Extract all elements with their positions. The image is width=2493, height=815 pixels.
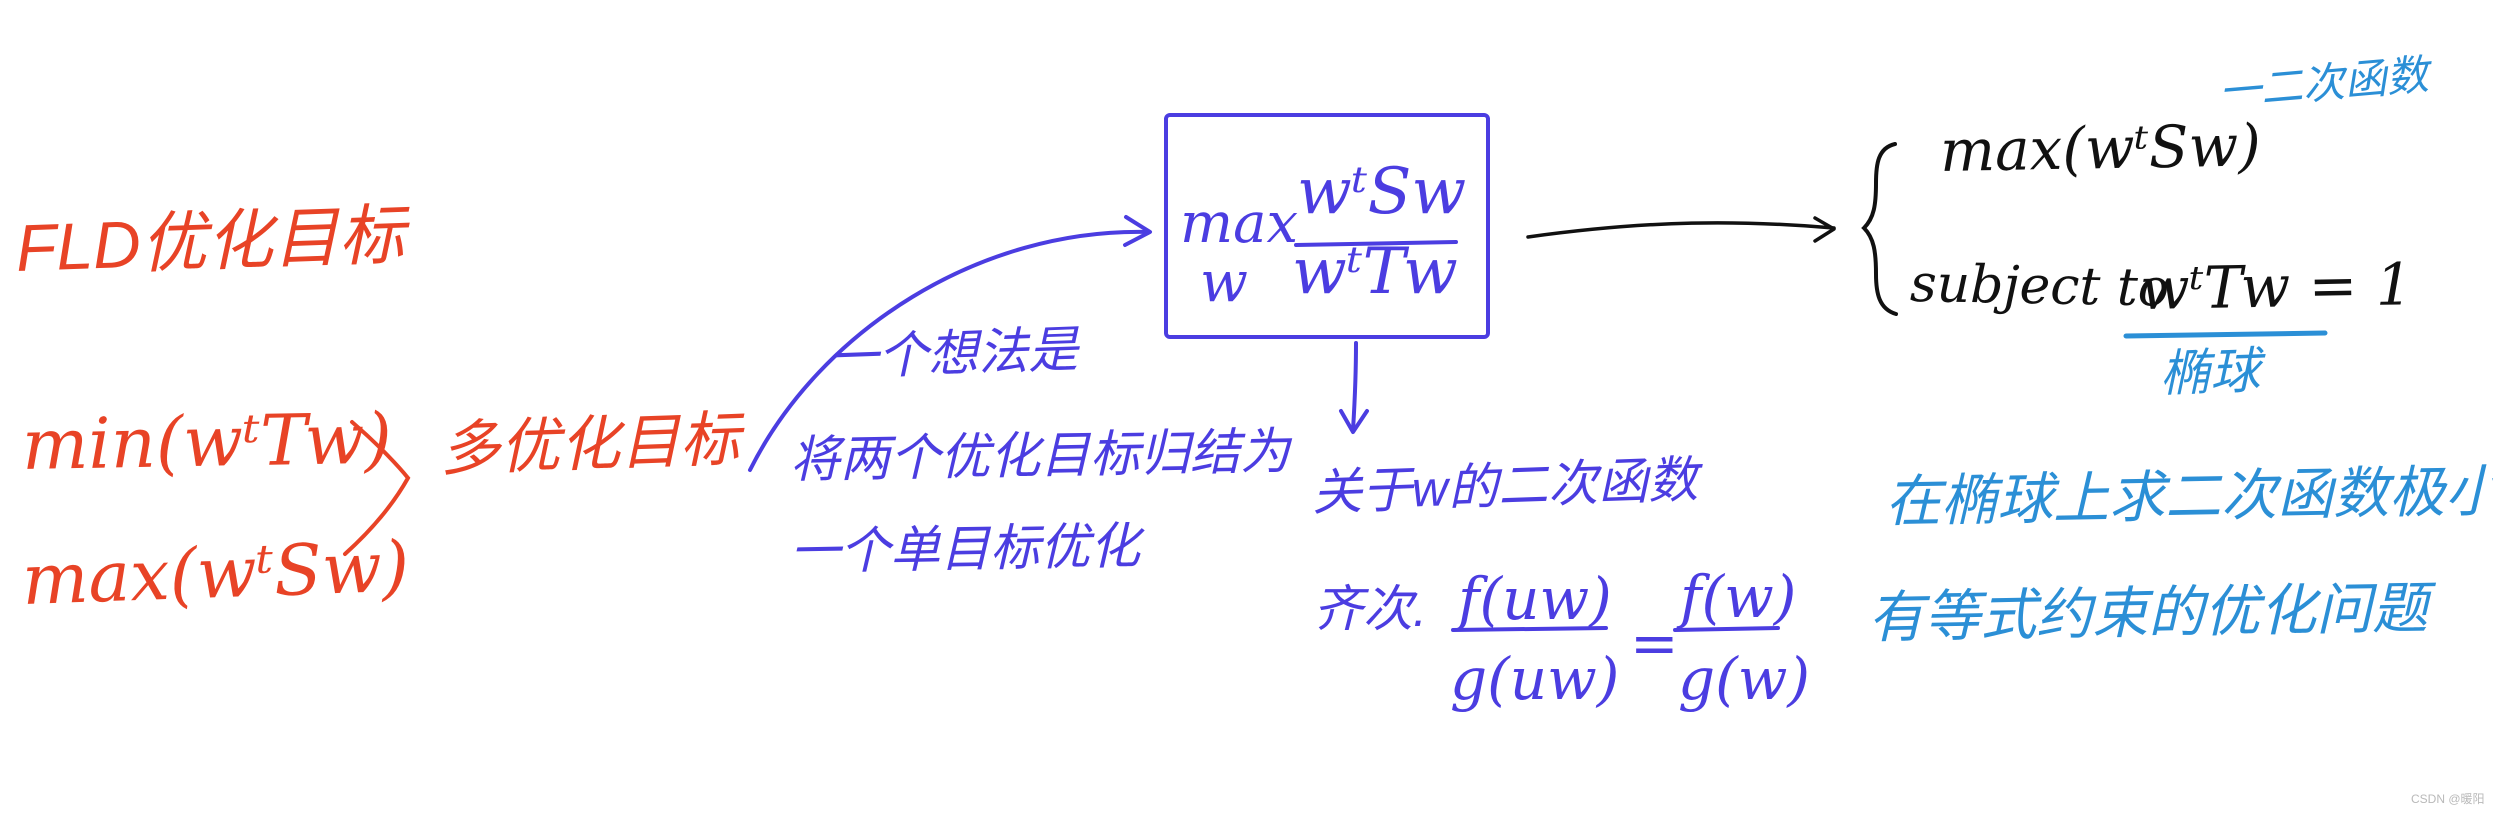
min-objective: min(wᵗTw): [21, 404, 392, 480]
box-denominator: wᵗTw: [1292, 240, 1458, 304]
left-denominator: g(uw): [1450, 650, 1619, 708]
right-numerator: f(w): [1680, 568, 1796, 626]
left-numerator: f(uw): [1458, 570, 1612, 628]
homogeneous-label: 齐次.: [1313, 584, 1427, 634]
conclusion-line-2: 有等式约束的优化问题: [1868, 580, 2429, 646]
box-numerator: wᵗSw: [1297, 160, 1466, 224]
conclusion-line-1: 在椭球上求二次函数极小值: [1885, 462, 2493, 530]
idea-line-3: 一个单目标优化: [790, 521, 1141, 577]
watermark: CSDN @暖阳: [2411, 790, 2485, 807]
box-operator: max: [1180, 196, 1298, 252]
right-arrow-head: [1815, 218, 1834, 241]
max-objective-right: max(wᵗSw): [1939, 116, 2261, 180]
equals-sign: =: [1630, 614, 1679, 672]
fld-title: FLD优化目标: [15, 201, 406, 281]
box-subscript: w: [1200, 255, 1248, 311]
idea-line-1: 一个想法是: [827, 324, 1079, 383]
curly-brace: [1864, 144, 1896, 314]
idea-line-2: 将两个优化目标归结为: [790, 426, 1291, 485]
max-objective: max(wᵗSw): [21, 532, 410, 615]
right-denominator: g(w): [1678, 650, 1810, 708]
constraint-expression: wᵗTw = 1: [2139, 255, 2413, 318]
multi-objective-label: 多优化目标: [439, 410, 741, 480]
subject-to-label: subject to: [1910, 258, 2170, 315]
quadratic-function-note: 关于w的二次函数: [1311, 455, 1699, 518]
down-arrow-line: [1353, 343, 1356, 430]
ellipsoid-label: 椭球: [2159, 346, 2261, 399]
constraint-underline: [2126, 333, 2325, 336]
right-arrow-line: [1528, 223, 1834, 237]
